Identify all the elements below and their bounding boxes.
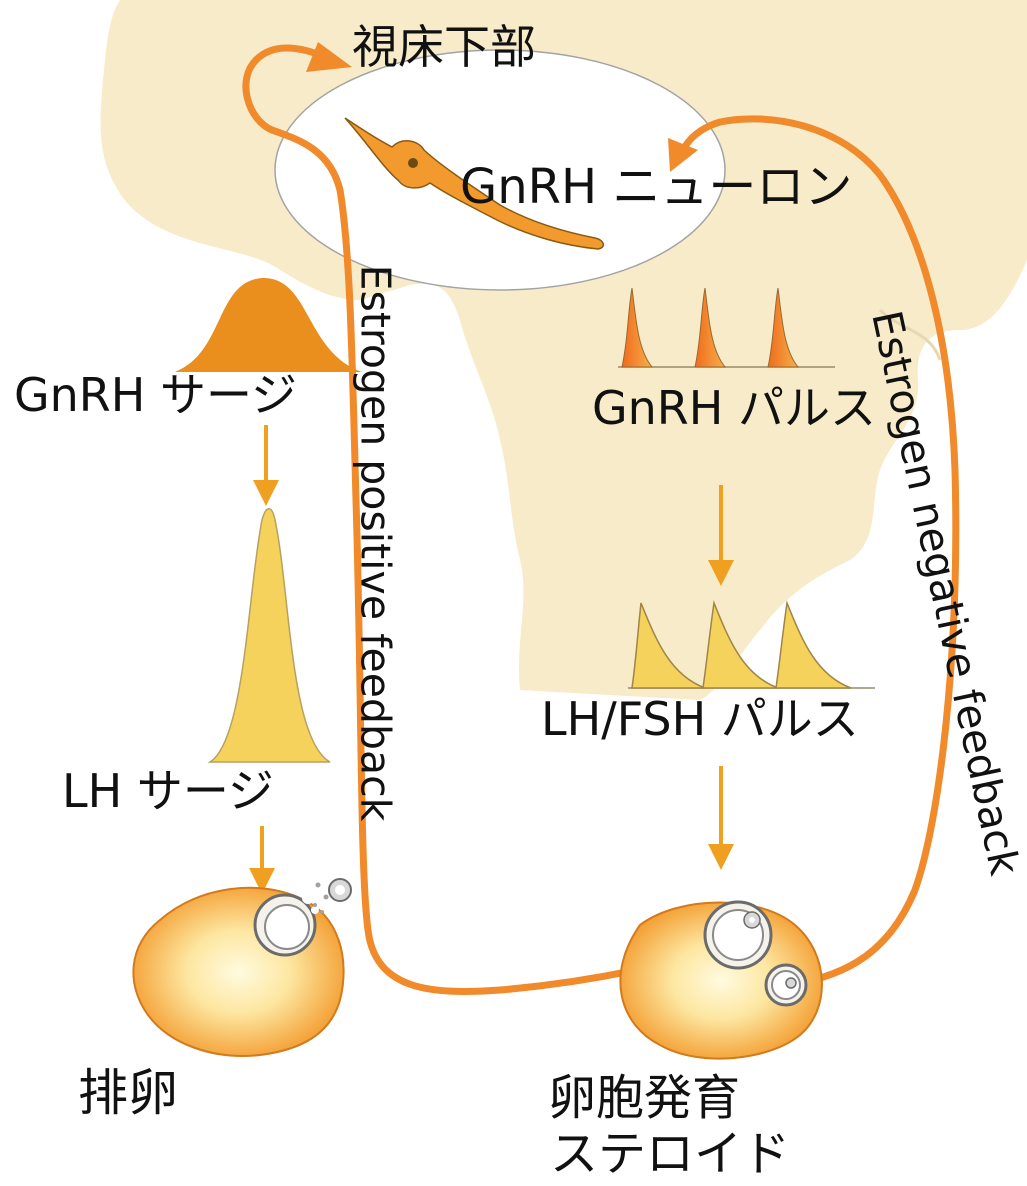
- positive-feedback-label: Estrogen positive feedback: [355, 265, 396, 822]
- hypothalamus-label: 視床下部: [352, 24, 536, 70]
- ovary-icon: [133, 888, 343, 1056]
- flow-arrow: [253, 425, 279, 506]
- flow-arrow: [249, 826, 275, 894]
- lhfsh-pulse-label: LH/FSH パルス: [541, 696, 859, 742]
- follicle-label-line1: 卵胞発育: [548, 1074, 740, 1122]
- lh-surge-peak: [210, 509, 330, 762]
- ovary-icon: [620, 902, 822, 1059]
- gnrh-neuron-label: GnRH ニューロン: [460, 163, 852, 211]
- follicle-label-line2: ステロイド: [550, 1130, 790, 1178]
- flow-arrow: [708, 766, 734, 870]
- lh-surge-label: LH サージ: [62, 768, 274, 814]
- gnrh-pulse-label: GnRH パルス: [592, 385, 876, 431]
- ovulation-label: 排卵: [78, 1068, 178, 1118]
- gnrh-surge-label: GnRH サージ: [14, 372, 297, 418]
- lhfsh-pulse-peak: [776, 603, 851, 688]
